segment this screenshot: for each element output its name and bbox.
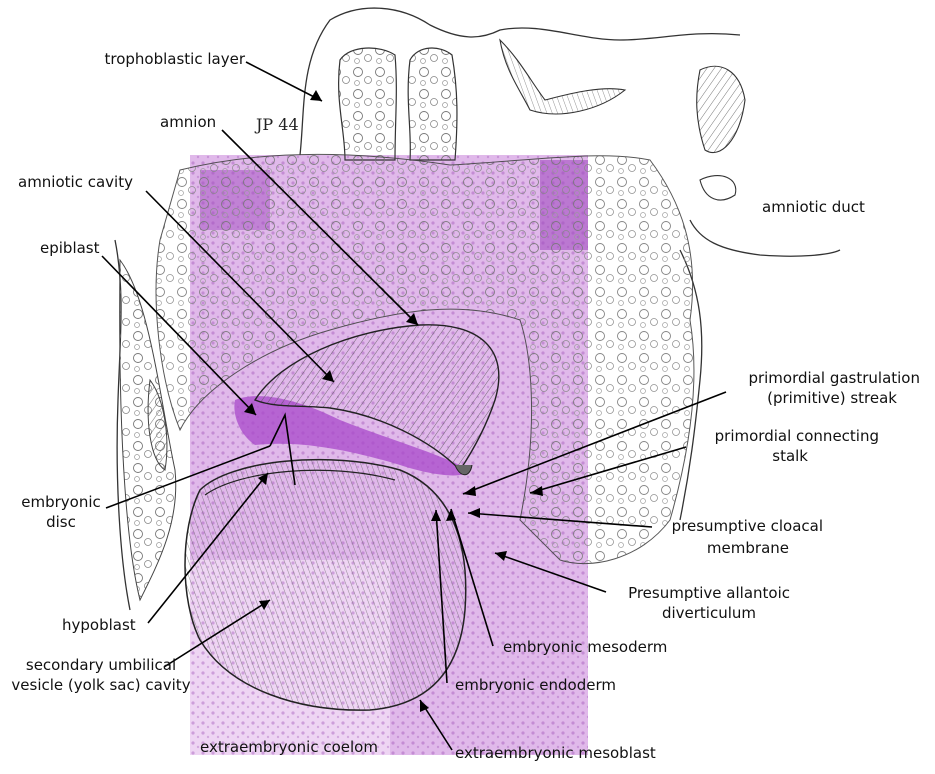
label-embryonic-endoderm: embryonic endoderm (455, 676, 616, 694)
label-yolk-sac-line1: secondary umbilical (26, 656, 176, 674)
label-epiblast: epiblast (40, 239, 100, 257)
leader-embryonic-disc-bracket (269, 412, 296, 486)
leader-hypoblast (147, 472, 269, 624)
label-connecting-line1: primordial connecting (715, 427, 879, 445)
label-extraembryonic-coelom: extraembryonic coelom (200, 738, 378, 756)
arrowhead-endoderm (431, 510, 441, 521)
epiblast-layer (234, 396, 470, 476)
artist-signature: JP 44 (254, 115, 299, 134)
arrowhead-epiblast (244, 403, 256, 415)
leader-amnion (221, 129, 419, 326)
label-cloacal-line1: presumptive cloacal (672, 517, 823, 535)
label-trophoblastic-layer: trophoblastic layer (105, 50, 246, 68)
label-embryonic-mesoderm: embryonic mesoderm (503, 638, 667, 656)
arrowhead-connecting-stalk (530, 486, 543, 496)
signature-mark: JP 44 (254, 115, 299, 134)
leader-trophoblastic-layer (245, 61, 323, 102)
label-extraembryonic-mesoblast: extraembryonic mesoblast (455, 744, 656, 762)
leader-lines (101, 61, 727, 751)
label-embryonic-disc-line1: embryonic (21, 493, 101, 511)
arrowhead-mesoderm (446, 509, 456, 521)
label-embryonic-disc-line2: disc (46, 513, 76, 531)
trophoblast-columns (338, 38, 746, 201)
label-connecting-line2: stalk (772, 447, 808, 465)
label-allantoic-line2: diverticulum (662, 604, 756, 622)
extraembryonic-reticulum (119, 153, 695, 602)
leader-cloacal-membrane (467, 512, 653, 528)
leader-embryonic-disc (105, 445, 271, 509)
label-yolk-sac-line2: vesicle (yolk sac) cavity (11, 676, 190, 694)
leader-yolk-sac-cavity (163, 599, 271, 668)
yolk-sac-shape (184, 458, 467, 711)
arrowheads (244, 90, 543, 712)
label-amnion: amnion (160, 113, 216, 131)
leader-embryonic-endoderm (435, 509, 448, 684)
label-amniotic-duct: amniotic duct (762, 198, 865, 216)
arrowhead-cloacal (468, 508, 480, 518)
label-gastrulation-line1: primordial gastrulation (748, 369, 920, 387)
leader-connecting-stalk (529, 446, 687, 494)
label-allantoic-line1: Presumptive allantoic (628, 584, 790, 602)
arrowhead-amnion (406, 313, 418, 325)
label-amniotic-cavity: amniotic cavity (18, 173, 133, 191)
label-hypoblast: hypoblast (62, 616, 136, 634)
arrowhead-amniotic-cavity (322, 370, 334, 382)
labels: trophoblastic layer amnion amniotic cavi… (11, 50, 920, 762)
leader-embryonic-mesoderm (450, 508, 494, 647)
arrowhead-hypoblast (258, 473, 268, 485)
leader-epiblast (101, 255, 257, 416)
amniotic-cavity-shape (253, 324, 500, 476)
leader-gastrulation (462, 391, 727, 495)
arrowhead-allantoic (495, 551, 507, 561)
arrowhead-trophoblastic (310, 90, 322, 101)
label-cloacal-line2: membrane (707, 539, 789, 557)
leader-amniotic-cavity (145, 190, 335, 383)
leader-allantoic (494, 552, 607, 593)
arrowhead-yolk-sac (259, 600, 270, 610)
trophoblast-outline (114, 7, 841, 611)
arrowhead-gastrulation (463, 486, 476, 496)
arrowhead-mesoblast (420, 700, 429, 712)
label-gastrulation-line2: (primitive) streak (767, 389, 897, 407)
